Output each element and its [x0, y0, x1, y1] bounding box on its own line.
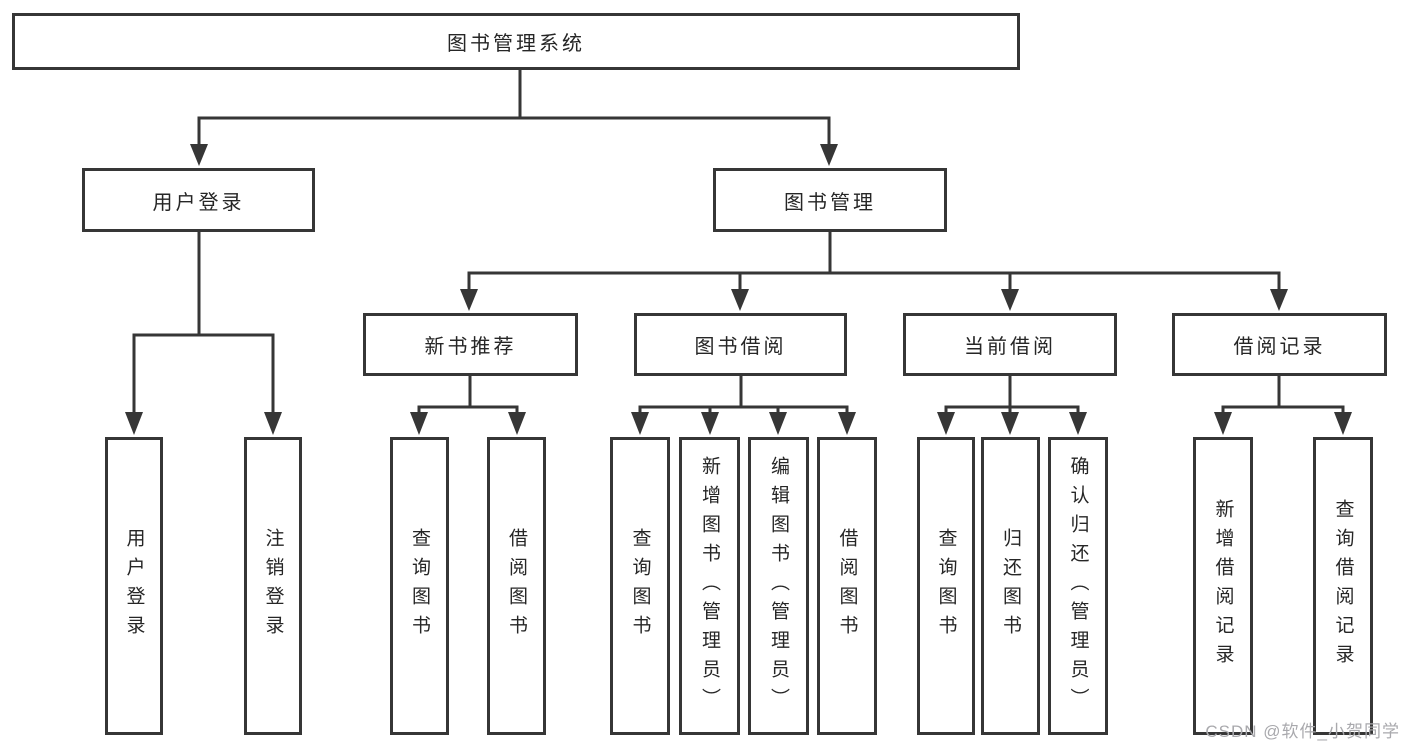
leaf-current-query-book-label: 查询图书 [935, 528, 957, 644]
leaf-recommend-borrow-book-label: 借阅图书 [506, 528, 527, 644]
leaf-record-query-borrow-record: 查询借阅记录 [1313, 437, 1373, 735]
node-root-label: 图书管理系统 [447, 33, 585, 55]
leaf-borrow-add-book-admin-label: 新增图书（管理员） [699, 455, 720, 717]
leaf-borrow-query-book: 查询图书 [610, 437, 670, 735]
leaf-recommend-borrow-book: 借阅图书 [487, 437, 546, 735]
edge-borrow-to-leaves [631, 374, 856, 435]
node-new-book-recommend-label: 新书推荐 [424, 336, 517, 358]
node-new-book-recommend: 新书推荐 [363, 313, 578, 376]
edge-recommend-to-leaves [410, 374, 526, 435]
leaf-current-return-book: 归还图书 [981, 437, 1040, 735]
node-current-borrow-label: 当前借阅 [964, 336, 1056, 358]
node-book-management: 图书管理 [713, 168, 947, 232]
edge-root-to-branch1 [190, 68, 838, 166]
node-current-borrow: 当前借阅 [903, 313, 1117, 376]
leaf-current-query-book: 查询图书 [917, 437, 975, 735]
node-root: 图书管理系统 [12, 13, 1020, 70]
leaf-logout-login: 注销登录 [244, 437, 302, 735]
leaf-borrow-query-book-label: 查询图书 [629, 528, 651, 644]
node-user-login: 用户登录 [82, 168, 315, 232]
node-borrow-record-label: 借阅记录 [1233, 336, 1326, 358]
leaf-borrow-borrow-book: 借阅图书 [817, 437, 877, 735]
leaf-borrow-add-book-admin: 新增图书（管理员） [679, 437, 740, 735]
leaf-current-return-book-label: 归还图书 [1000, 528, 1021, 644]
leaf-record-add-borrow-record: 新增借阅记录 [1193, 437, 1253, 735]
node-user-login-label: 用户登录 [152, 191, 245, 214]
leaf-record-query-borrow-record-label: 查询借阅记录 [1332, 499, 1354, 673]
leaf-current-confirm-return-admin: 确认归还（管理员） [1048, 437, 1108, 735]
edge-current-to-leaves [937, 374, 1087, 435]
edge-record-to-leaves [1214, 374, 1352, 435]
node-book-borrow: 图书借阅 [634, 313, 847, 376]
node-borrow-record: 借阅记录 [1172, 313, 1387, 376]
watermark: CSDN @软件_小贺同学 [1205, 722, 1400, 741]
leaf-recommend-query-book: 查询图书 [390, 437, 449, 735]
leaf-borrow-edit-book-admin-label: 编辑图书（管理员） [768, 455, 789, 717]
edge-book-mgmt-to-groups [460, 230, 1288, 311]
leaf-user-login-label: 用户登录 [123, 528, 145, 644]
leaf-borrow-edit-book-admin: 编辑图书（管理员） [748, 437, 809, 735]
leaf-record-add-borrow-record-label: 新增借阅记录 [1212, 499, 1234, 673]
leaf-current-confirm-return-admin-label: 确认归还（管理员） [1067, 455, 1089, 717]
leaf-recommend-query-book-label: 查询图书 [409, 528, 430, 644]
node-book-management-label: 图书管理 [784, 191, 876, 214]
leaf-logout-login-label: 注销登录 [262, 528, 284, 644]
leaf-user-login: 用户登录 [105, 437, 163, 735]
leaf-borrow-borrow-book-label: 借阅图书 [836, 528, 858, 644]
edge-user-login-to-leaves [125, 230, 282, 435]
node-book-borrow-label: 图书借阅 [694, 336, 787, 358]
